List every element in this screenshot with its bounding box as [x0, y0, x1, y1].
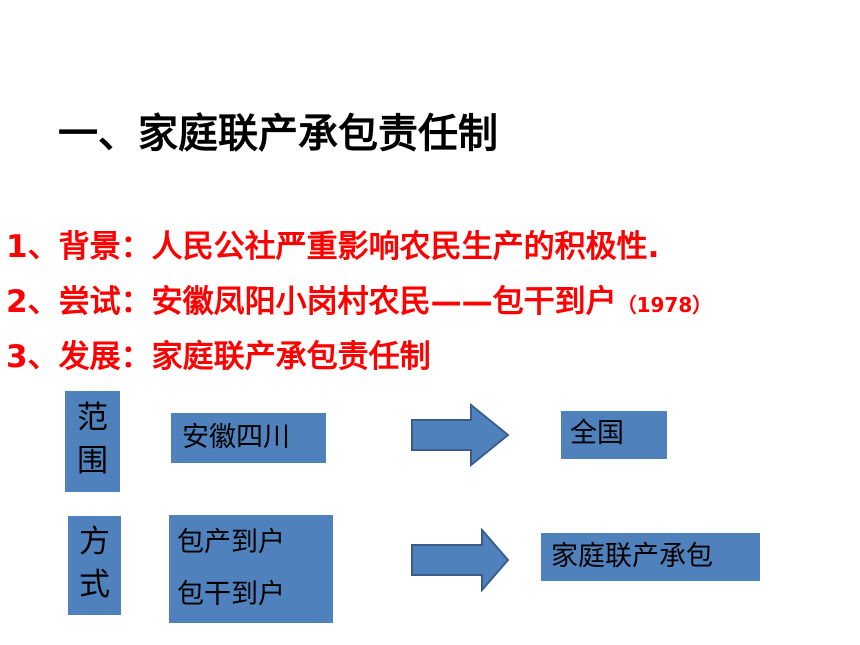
scope-label-box: 范 围	[65, 391, 120, 492]
method-arrow-icon	[411, 528, 510, 592]
point-number: 2、	[6, 284, 59, 320]
page-title: 一、家庭联产承包责任制	[58, 111, 498, 157]
method-to-box: 家庭联产承包	[541, 533, 760, 581]
scope-from-box: 安徽四川	[171, 413, 326, 463]
point-attempt: 2、尝试：安徽凤阳小岗村农民——包干到户（1978）	[6, 281, 712, 326]
point-label: 尝试：	[58, 284, 152, 320]
scope-label-char-1: 范	[77, 400, 108, 436]
scope-from-text: 安徽四川	[182, 422, 290, 453]
point-background: 1、背景：人民公社严重影响农民生产的积极性.	[6, 226, 659, 268]
method-from-text-1: 包产到户	[177, 527, 285, 558]
point-year: （1978）	[616, 293, 713, 317]
point-text: 安徽凤阳小岗村农民——包干到户	[151, 284, 617, 320]
point-number: 1、	[6, 229, 59, 265]
method-label-char-1: 方	[79, 524, 110, 560]
scope-arrow-shape	[411, 403, 510, 467]
method-to-text: 家庭联产承包	[551, 541, 713, 572]
point-text: 人民公社严重影响农民生产的积极性.	[151, 229, 660, 265]
scope-to-box: 全国	[561, 411, 667, 459]
point-development: 3、发展：家庭联产承包责任制	[6, 336, 431, 378]
scope-arrow-icon	[411, 403, 510, 467]
scope-label-char-2: 围	[77, 443, 108, 479]
point-label: 背景：	[58, 229, 152, 265]
point-label: 发展：	[58, 339, 152, 375]
method-from-text-2: 包干到户	[177, 579, 285, 610]
method-label-char-2: 式	[79, 567, 110, 603]
method-arrow-shape	[411, 528, 510, 592]
method-from-box: 包产到户 包干到户	[169, 515, 333, 623]
point-text: 家庭联产承包责任制	[151, 339, 431, 375]
scope-to-text: 全国	[570, 418, 624, 449]
method-label-box: 方 式	[68, 516, 121, 615]
point-number: 3、	[6, 339, 59, 375]
